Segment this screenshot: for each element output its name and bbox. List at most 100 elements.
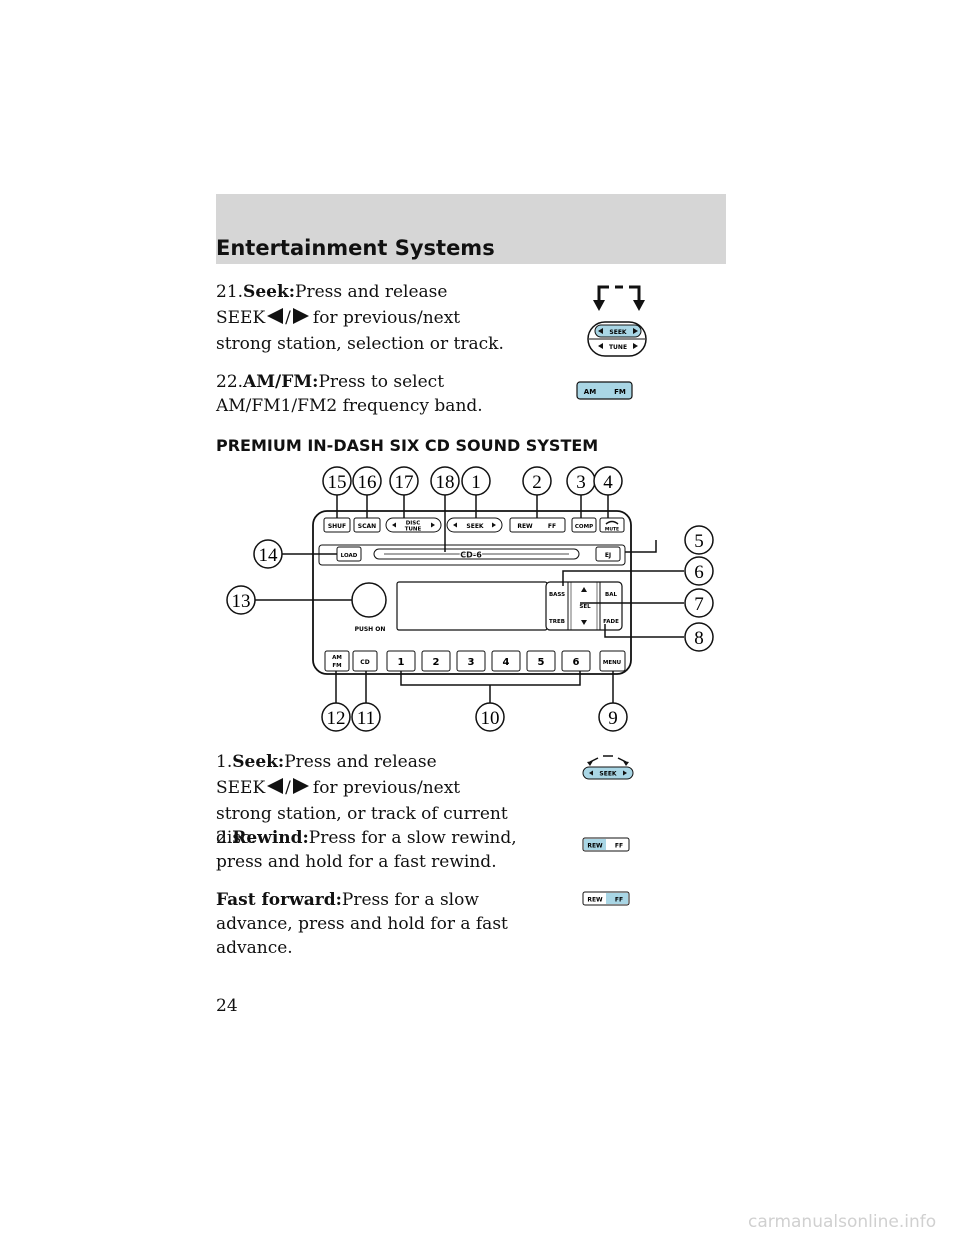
svg-text:9: 9 <box>608 708 618 729</box>
shuf-button: SHUF <box>323 517 351 533</box>
seek-word: SEEK <box>216 778 266 798</box>
svg-text:1: 1 <box>471 472 481 493</box>
svg-text:EJ: EJ <box>605 552 611 559</box>
svg-text:2: 2 <box>433 657 440 668</box>
svg-text:8: 8 <box>694 628 704 649</box>
ff-line1: Press for a slow <box>341 890 479 910</box>
svg-text:2: 2 <box>532 472 542 493</box>
item-22-line1: Press to select <box>318 372 445 392</box>
svg-text:14: 14 <box>259 545 279 566</box>
svg-text:SCAN: SCAN <box>358 523 376 530</box>
seek-tune-button-icon: SEEK TUNE <box>587 285 647 357</box>
svg-text:6: 6 <box>573 657 580 668</box>
svg-text:SEEK: SEEK <box>466 523 484 530</box>
seek-back-icon <box>267 308 284 324</box>
svg-text:REW: REW <box>587 843 603 850</box>
svg-text:16: 16 <box>358 472 377 493</box>
push-on-label: PUSH ON <box>355 626 386 633</box>
svg-text:1: 1 <box>398 657 405 668</box>
seek-button: SEEK <box>446 517 503 533</box>
svg-text:12: 12 <box>327 708 346 729</box>
item-2-line2: press and hold for a fast rewind. <box>216 852 497 872</box>
svg-text:5: 5 <box>694 531 704 552</box>
tune-label: TUNE <box>609 344 627 351</box>
svg-text:3: 3 <box>468 657 475 668</box>
section-title: Entertainment Systems <box>216 236 495 260</box>
fast-forward-item: Fast forward:Press for a slow advance, p… <box>216 888 546 960</box>
item-2-rewind: 2.Rewind:Press for a slow rewind, press … <box>216 826 546 874</box>
item-21-line2: for previous/next <box>312 308 461 328</box>
item-1-seek: 1.Seek:Press and release SEEK/for previo… <box>216 750 536 850</box>
svg-text:MENU: MENU <box>603 660 621 666</box>
load-button: LOAD <box>336 546 362 562</box>
item-1-line2: for previous/next <box>312 778 461 798</box>
menu-button: MENU <box>599 650 626 672</box>
svg-text:REW: REW <box>517 523 533 530</box>
item-2-title: Rewind: <box>232 828 309 848</box>
amfm-button: AM FM <box>324 650 350 672</box>
preset-buttons: 1 2 3 4 5 6 <box>386 650 591 672</box>
section-header-bar: Entertainment Systems <box>216 194 726 264</box>
item-21-line3: strong station, selection or track. <box>216 334 504 354</box>
svg-text:6: 6 <box>694 562 704 583</box>
svg-text:15: 15 <box>328 472 347 493</box>
item-21-line1: Press and release <box>295 282 448 302</box>
svg-text:7: 7 <box>694 594 704 615</box>
seek-word: SEEK <box>216 308 266 328</box>
item-22-amfm: 22.AM/FM:Press to select AM/FM1/FM2 freq… <box>216 370 536 418</box>
mute-button: MUTE <box>599 517 625 533</box>
system-heading: PREMIUM IN-DASH SIX CD SOUND SYSTEM <box>216 436 599 455</box>
item-1-number: 1. <box>216 752 233 772</box>
svg-text:CD: CD <box>360 659 369 666</box>
svg-text:COMP: COMP <box>575 524 593 530</box>
callout-lines <box>255 495 684 703</box>
item-21-number: 21. <box>216 282 244 302</box>
svg-text:17: 17 <box>395 472 414 493</box>
rewind-button-icon: REW FF <box>582 837 630 852</box>
svg-text:5: 5 <box>538 657 545 668</box>
seek-small-icon: SEEK <box>582 755 634 780</box>
svg-text:SEEK: SEEK <box>599 771 617 778</box>
scan-button: SCAN <box>353 517 381 533</box>
treb-label: TREB <box>549 619 565 625</box>
eject-button: EJ <box>595 546 621 562</box>
ff-title: Fast forward: <box>216 890 342 910</box>
svg-text:DISC: DISC <box>406 521 421 527</box>
item-2-line1: Press for a slow rewind, <box>308 828 517 848</box>
am-label: AM <box>584 388 596 396</box>
radio-diagram: SHUF SCAN DISC TUNE SEEK REW FF COMP MUT… <box>226 466 714 732</box>
amfm-button-icon: AM FM <box>576 381 633 400</box>
seek-label: SEEK <box>609 329 627 336</box>
ff-line2: advance, press and hold for a fast <box>216 914 508 934</box>
seek-forward-icon <box>292 778 309 794</box>
item-1-line1: Press and release <box>284 752 437 772</box>
cd-button: CD <box>352 650 378 672</box>
svg-text:3: 3 <box>576 472 586 493</box>
display <box>396 581 548 631</box>
svg-text:4: 4 <box>503 657 510 668</box>
svg-text:LOAD: LOAD <box>341 553 358 559</box>
rew-ff-button: REW FF <box>509 517 566 533</box>
svg-text:13: 13 <box>232 591 251 612</box>
svg-text:18: 18 <box>436 472 455 493</box>
item-21-seek: 21.Seek:Press and release SEEK/for previ… <box>216 280 536 356</box>
disc-tune-button: DISC TUNE <box>385 517 442 533</box>
ff-line3: advance. <box>216 938 293 958</box>
item-22-number: 22. <box>216 372 244 392</box>
item-22-title: AM/FM: <box>243 372 319 392</box>
svg-text:11: 11 <box>357 708 375 729</box>
watermark: carmanualsonline.info <box>748 1212 937 1232</box>
svg-text:REW: REW <box>587 897 603 904</box>
svg-text:TUNE: TUNE <box>405 527 422 533</box>
svg-text:MUTE: MUTE <box>605 527 619 533</box>
svg-text:10: 10 <box>481 708 500 729</box>
item-22-line2: AM/FM1/FM2 frequency band. <box>216 396 483 416</box>
slash: / <box>285 308 291 328</box>
bal-label: BAL <box>605 592 617 598</box>
slash: / <box>285 778 291 798</box>
item-1-line3: strong station, or track of current <box>216 804 508 824</box>
comp-button: COMP <box>571 517 597 533</box>
svg-text:FF: FF <box>615 843 623 850</box>
item-1-line4: disc. <box>216 828 256 848</box>
fm-label: FM <box>614 388 626 396</box>
